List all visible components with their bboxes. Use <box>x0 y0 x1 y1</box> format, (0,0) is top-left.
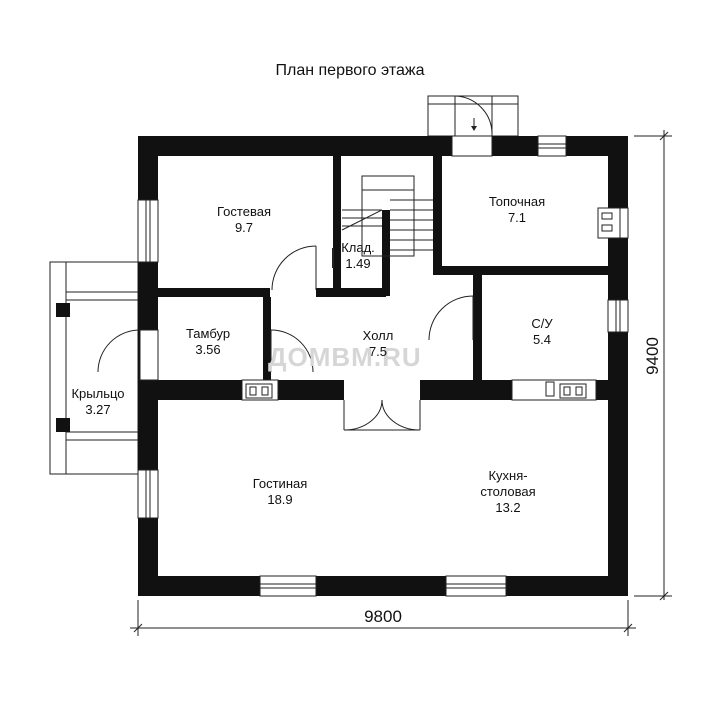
room-porch-name: Крыльцо <box>71 386 124 401</box>
room-boiler-area: 7.1 <box>508 210 526 225</box>
window <box>445 575 507 597</box>
height-dimension <box>634 130 672 601</box>
room-pantry-name: Клад. <box>341 240 375 255</box>
porch-post <box>56 418 70 432</box>
room-bath-area: 5.4 <box>533 332 551 347</box>
room-guest-area: 9.7 <box>235 220 253 235</box>
rear-entrance-platform <box>427 95 519 137</box>
doors <box>97 245 474 431</box>
width-dimension <box>130 600 636 636</box>
room-hall-name: Холл <box>363 328 394 343</box>
room-pantry-area: 1.49 <box>345 256 370 271</box>
window <box>259 575 317 597</box>
room-kitchen-area: 13.2 <box>495 500 520 515</box>
room-bath-name: С/У <box>531 316 553 331</box>
room-living-name: Гостиная <box>253 476 308 491</box>
doorway <box>139 329 159 381</box>
room-kitchen-name-1: Кухня- <box>488 468 527 483</box>
room-guest-name: Гостевая <box>217 204 271 219</box>
room-living-area: 18.9 <box>267 492 292 507</box>
porch-platform <box>49 261 139 475</box>
room-vestibule-name: Тамбур <box>186 326 230 341</box>
room-vestibule-area: 3.56 <box>195 342 220 357</box>
window <box>137 469 159 519</box>
fixtures <box>245 207 621 399</box>
window <box>137 199 159 263</box>
room-porch-area: 3.27 <box>85 402 110 417</box>
watermark: ДОМВМ.RU <box>268 342 422 372</box>
height-dimension-label: 9400 <box>643 337 662 375</box>
doorway <box>451 135 493 157</box>
window <box>607 299 629 333</box>
porch-post <box>56 303 70 317</box>
staircase <box>341 175 433 257</box>
room-labels: Гостевая 9.7 Клад. 1.49 Топочная 7.1 Там… <box>71 194 553 515</box>
plan-title: План первого этажа <box>275 62 425 79</box>
window <box>537 135 567 157</box>
appliance-icon <box>545 381 555 397</box>
room-kitchen-name-2: столовая <box>480 484 535 499</box>
room-hall-area: 7.5 <box>369 344 387 359</box>
width-dimension-label: 9800 <box>364 607 402 626</box>
room-boiler-name: Топочная <box>489 194 545 209</box>
